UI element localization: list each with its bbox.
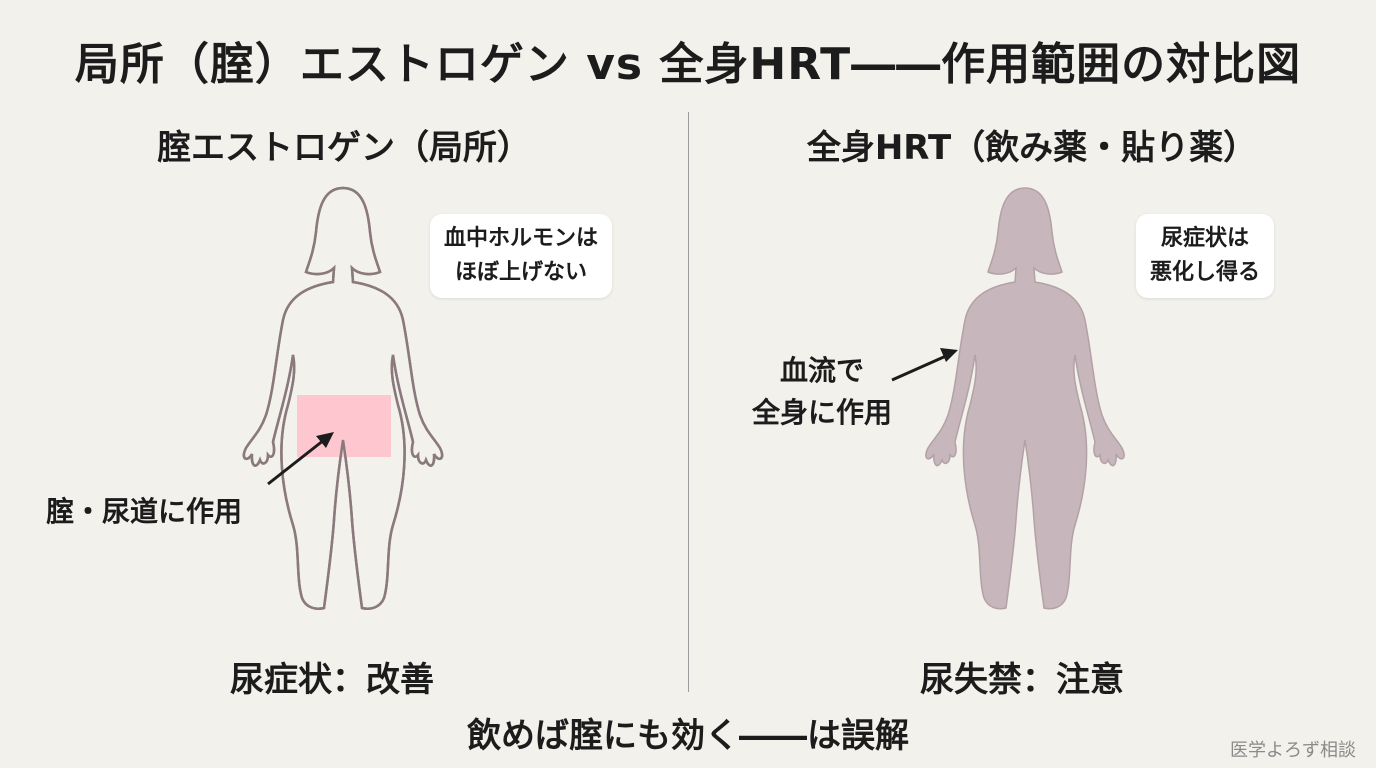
left-heading: 腟エストロゲン（局所） xyxy=(157,128,531,168)
right-arrow-label-line-2: 全身に作用 xyxy=(752,396,893,429)
right-bubble-line-2: 悪化し得る xyxy=(1150,260,1261,285)
right-outcome: 尿失禁：注意 xyxy=(920,660,1124,700)
left-info-bubble: 血中ホルモンは ほぼ上げない xyxy=(430,214,613,298)
main-title: 局所（腟）エストロゲン vs 全身HRT――作用範囲の対比図 xyxy=(74,39,1302,90)
left-bubble-line-2: ほぼ上げない xyxy=(455,260,588,285)
left-outcome: 尿症状：改善 xyxy=(230,660,434,700)
right-info-bubble: 尿症状は 悪化し得る xyxy=(1136,214,1275,298)
center-divider xyxy=(688,112,689,692)
right-arrow-label-line-1: 血流で xyxy=(780,354,865,387)
right-body-filled xyxy=(925,187,1125,610)
right-arrow-label: 血流で 全身に作用 xyxy=(752,350,892,434)
bottom-note: 飲めば腟にも効く――は誤解 xyxy=(467,716,909,756)
left-arrow-label: 腟・尿道に作用 xyxy=(46,495,243,528)
right-bubble-line-1: 尿症状は xyxy=(1161,226,1250,251)
right-heading: 全身HRT（飲み薬・貼り薬） xyxy=(806,128,1258,168)
left-arrow xyxy=(267,432,334,486)
left-bubble-line-1: 血中ホルモンは xyxy=(444,226,599,251)
right-arrow xyxy=(891,348,958,382)
watermark: 医学よろず相談 xyxy=(1230,740,1356,761)
